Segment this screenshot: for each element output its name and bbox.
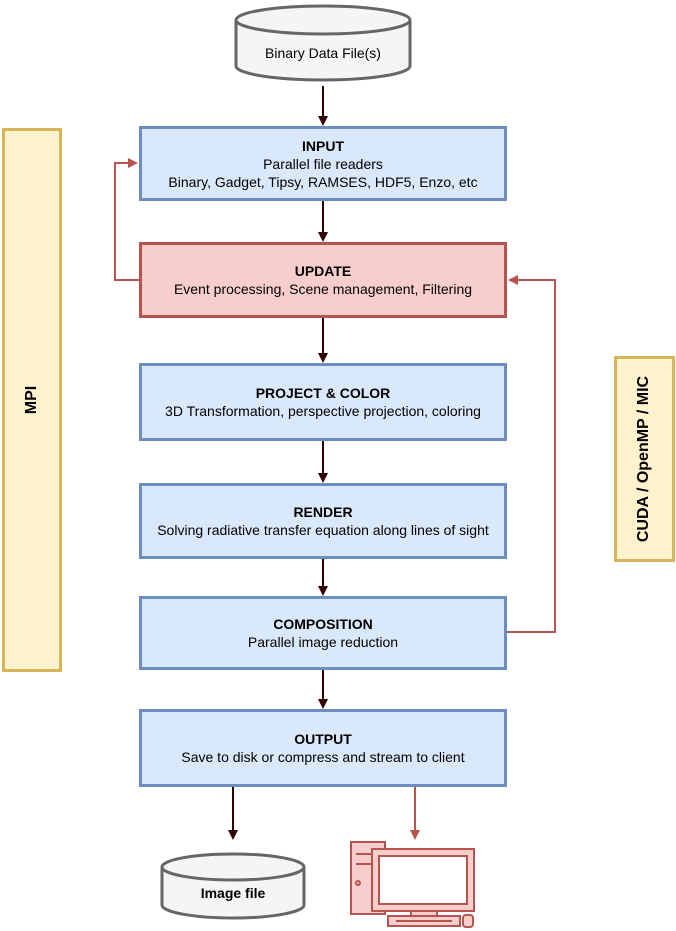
arrow-update-to-input-loop: [114, 158, 139, 281]
composition-line-1: Parallel image reduction: [247, 634, 399, 650]
binary-data-cylinder: [234, 4, 412, 82]
composition-box: COMPOSITION Parallel image reduction: [139, 596, 507, 670]
image-file-cylinder: [160, 852, 306, 920]
render-title: RENDER: [293, 504, 353, 520]
output-line-1: Save to disk or compress and stream to c…: [181, 749, 465, 765]
composition-title: COMPOSITION: [273, 616, 373, 632]
output-box: OUTPUT Save to disk or compress and stre…: [139, 709, 507, 787]
desktop-computer-icon: [350, 841, 475, 928]
arrow-composition-to-update-loop: [507, 275, 556, 633]
input-box: INPUT Parallel file readers Binary, Gadg…: [139, 126, 507, 201]
project-color-box: PROJECT & COLOR 3D Transformation, persp…: [139, 363, 507, 441]
render-box: RENDER Solving radiative transfer equati…: [139, 483, 507, 559]
input-line-1: Parallel file readers: [263, 155, 383, 172]
image-file-label: Image file: [200, 885, 266, 901]
input-title: INPUT: [302, 137, 344, 154]
update-box: UPDATE Event processing, Scene managemen…: [139, 242, 507, 318]
mpi-label: MPI: [23, 385, 40, 415]
project-color-title: PROJECT & COLOR: [255, 385, 391, 401]
input-line-2: Binary, Gadget, Tipsy, RAMSES, HDF5, Enz…: [168, 173, 478, 190]
project-color-line-1: 3D Transformation, perspective projectio…: [165, 403, 481, 419]
render-line-1: Solving radiative transfer equation alon…: [157, 522, 489, 538]
binary-data-label: Binary Data File(s): [265, 45, 381, 61]
cuda-openmp-mic-bar: [614, 356, 675, 562]
update-title: UPDATE: [294, 263, 352, 279]
cuda-openmp-mic-label: CUDA / OpenMP / MIC: [635, 375, 652, 543]
update-line-1: Event processing, Scene management, Filt…: [173, 281, 473, 297]
mpi-bar: [2, 128, 62, 672]
output-title: OUTPUT: [294, 731, 352, 747]
